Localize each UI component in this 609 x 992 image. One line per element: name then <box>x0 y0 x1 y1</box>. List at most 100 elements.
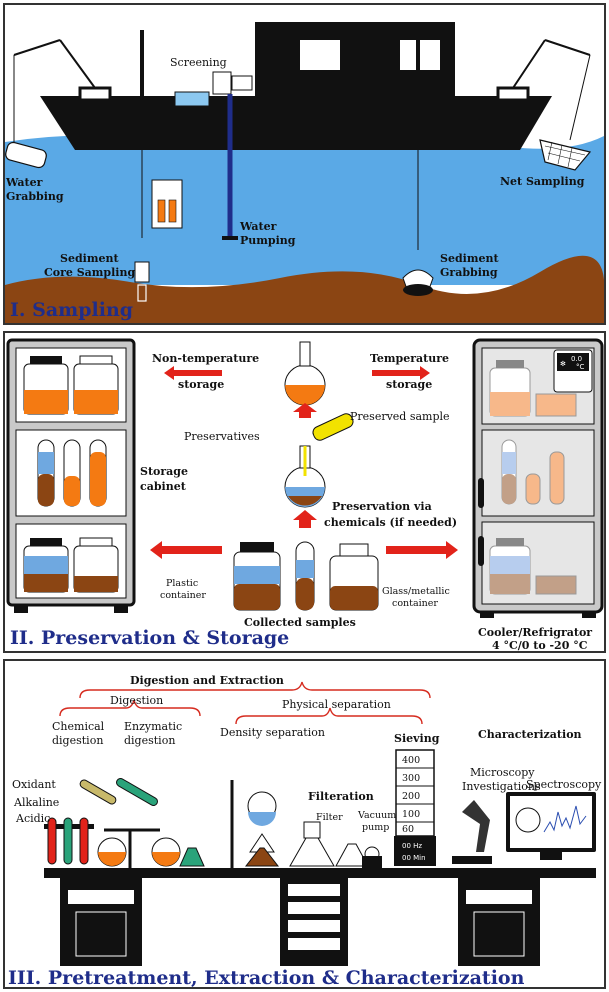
sieve-tick-400: 400 <box>402 755 420 766</box>
label-water-pumping-2: Pumping <box>240 234 296 247</box>
label-via-chemicals: Preservation via <box>332 500 432 513</box>
microscopy-view <box>515 807 541 833</box>
label-collected: Collected samples <box>244 616 356 629</box>
arrow-right <box>386 541 458 559</box>
label-storage-cabinet-2: cabinet <box>140 480 187 493</box>
crane-arm <box>13 39 61 56</box>
label-characterization: Characterization <box>478 728 582 741</box>
label-sieving: Sieving <box>394 732 440 745</box>
sampler-bottle <box>157 199 166 223</box>
crane-arm <box>59 39 96 89</box>
label-water-grabbing: Water <box>5 176 43 189</box>
cabinet-door <box>473 911 525 957</box>
tube-water <box>296 560 314 578</box>
jar-water <box>24 556 68 574</box>
label-glass: Glass/metallic <box>382 586 450 597</box>
plastic-lid <box>240 542 274 552</box>
brace-physical-separation <box>235 707 423 725</box>
label-plastic: Plastic <box>166 578 198 589</box>
label-filter: Filter <box>316 812 343 823</box>
label-spectroscopy: Spectroscopy <box>526 778 602 791</box>
label-storage-cabinet: Storage <box>140 465 188 478</box>
glass-sediment <box>330 586 378 610</box>
jar-sediment <box>74 576 118 592</box>
sieve-shaker <box>394 836 436 866</box>
ship-window <box>300 40 340 70</box>
drawer <box>288 902 340 914</box>
section-title-sampling: I. Sampling <box>10 299 133 321</box>
jar-water <box>490 556 530 574</box>
jar-content <box>74 390 118 414</box>
label-chemical: Chemical <box>52 720 105 733</box>
jar-lid <box>496 538 524 546</box>
sieve-tick-100: 100 <box>402 809 420 820</box>
net-mesh <box>544 141 586 168</box>
flask-sediment <box>288 496 322 506</box>
flask-neck <box>299 341 311 367</box>
label-water-pumping: Water <box>239 220 277 233</box>
flask-content <box>98 852 126 866</box>
tube-content <box>90 452 106 506</box>
jar-content <box>490 392 530 416</box>
drawer <box>466 890 532 904</box>
label-microscopy-2: Investigations <box>462 780 541 793</box>
label-nontemp: Non-temperature <box>152 352 259 365</box>
label-density: Density separation <box>220 726 325 739</box>
label-sediment-core-2: Core Sampling <box>44 266 135 279</box>
crane-arm <box>512 39 546 89</box>
panel-preservation: ✻ 0.0 °C <box>3 331 606 653</box>
label-net-sampling: Net Sampling <box>500 175 585 188</box>
jar-lid <box>79 537 113 547</box>
tube-alkaline <box>63 817 73 865</box>
fridge-display-unit: °C <box>576 363 585 371</box>
snowflake-icon: ✻ <box>560 360 566 368</box>
label-temp-2: storage <box>386 378 432 391</box>
section-title-preservation: II. Preservation & Storage <box>10 627 289 649</box>
label-cooler: Cooler/Refrigrator <box>478 626 592 639</box>
label-vacuum: Vacuum <box>357 810 396 821</box>
jar-sediment <box>24 574 68 592</box>
plastic-sediment <box>234 584 280 610</box>
arrow-left <box>150 541 222 559</box>
deck-block <box>78 86 112 102</box>
vacuum-pump <box>362 856 382 868</box>
label-chemical-2: digestion <box>52 734 103 747</box>
tube-sediment <box>38 474 54 506</box>
jar-lid <box>496 360 524 368</box>
label-acidic: Acidic <box>15 812 50 825</box>
flask-content <box>152 852 180 866</box>
tube-oxidant <box>79 817 89 865</box>
jar-content <box>535 393 577 417</box>
label-nontemp-2: storage <box>178 378 224 391</box>
tube-content <box>525 473 541 505</box>
label-microscopy: Microscopy <box>470 766 535 779</box>
label-temp: Temperature <box>370 352 449 365</box>
label-filteration: Filteration <box>308 790 374 803</box>
filter-holder <box>303 821 321 839</box>
spectrum-line <box>543 805 587 833</box>
microscope <box>462 800 490 852</box>
fridge-handle <box>478 478 484 508</box>
cabinet-foot <box>114 605 128 613</box>
label-preservatives: Preservatives <box>184 430 260 443</box>
core-sampler <box>134 261 150 283</box>
label-preserved: Preserved sample <box>350 410 450 423</box>
crane-cable <box>569 54 591 141</box>
jar-lid <box>30 538 62 546</box>
crane-arm <box>544 39 591 56</box>
panel-sampling: Screening Water Grabbing Net Sampling Wa… <box>3 3 606 325</box>
preservatives-tube <box>312 413 354 441</box>
cabinet-foot <box>14 605 28 613</box>
flask-preserved-content <box>285 385 325 405</box>
label-vacuum-2: pump <box>362 822 389 833</box>
label-sediment-grab-2: Grabbing <box>440 266 498 279</box>
label-cooler-2: 4 °C/0 to -20 °C <box>492 639 588 652</box>
tube-sediment <box>296 578 314 610</box>
arrow-up <box>293 510 317 528</box>
tube-water <box>502 452 516 474</box>
label-physical-separation: Physical separation <box>282 698 391 711</box>
tube-acidic <box>47 817 57 865</box>
pipette-enzymatic <box>116 778 158 806</box>
seabed-sediment <box>5 255 604 323</box>
tube-content <box>549 451 565 505</box>
